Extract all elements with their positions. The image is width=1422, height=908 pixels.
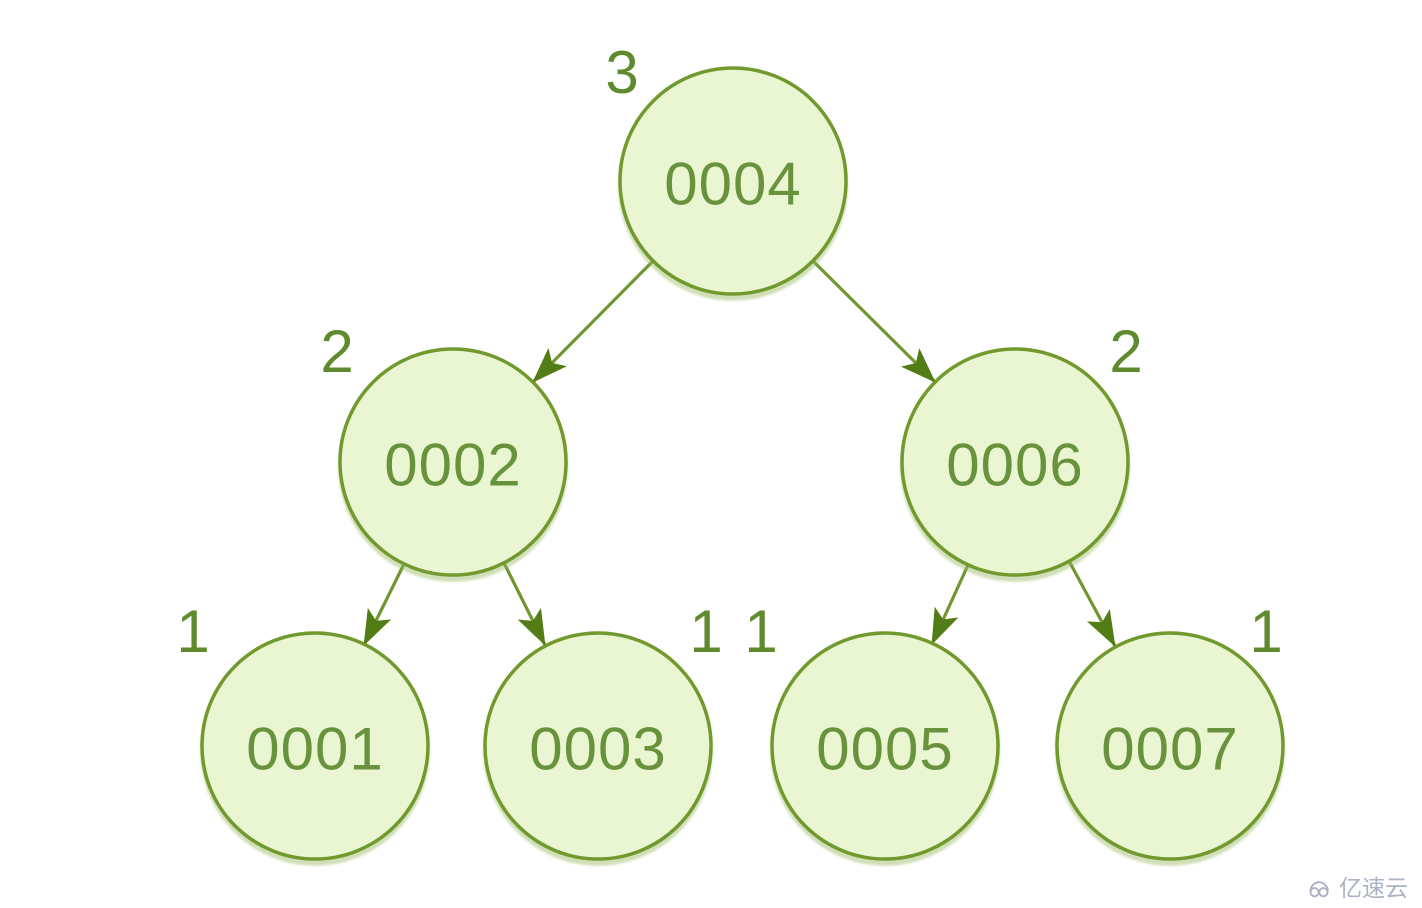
- edge-0006-0005: [930, 564, 970, 645]
- node-value: 0007: [1101, 716, 1238, 783]
- node-circle: [618, 66, 848, 296]
- node-circle: [483, 631, 713, 861]
- height-label: 1: [744, 598, 777, 665]
- tree-node-root: 0004: [618, 66, 848, 296]
- yisu-cloud-logo-icon: [1309, 881, 1329, 898]
- height-label: 1: [176, 598, 209, 665]
- node-value: 0002: [384, 432, 521, 499]
- watermark-text: 亿速云: [1339, 875, 1408, 901]
- edge-0004-0002: [531, 259, 655, 384]
- tree-node: 0003: [483, 631, 713, 861]
- edge-0002-0001: [362, 563, 406, 646]
- tree-node: 0002: [338, 347, 568, 577]
- node-circle: [900, 347, 1130, 577]
- edge-0002-0003: [502, 562, 547, 646]
- height-label: 3: [605, 39, 638, 106]
- tree-node: 0005: [770, 631, 1000, 861]
- node-value: 0004: [664, 151, 801, 218]
- tree-node: 0007: [1055, 631, 1285, 861]
- height-label: 1: [689, 598, 722, 665]
- height-label: 1: [1249, 598, 1282, 665]
- edge-0006-0007: [1067, 560, 1117, 647]
- edge-0004-0006: [811, 259, 937, 384]
- node-circle: [1055, 631, 1285, 861]
- node-circle: [770, 631, 1000, 861]
- tree-node: 0006: [900, 347, 1130, 577]
- node-value: 0003: [529, 716, 666, 783]
- watermark: 亿速云: [1306, 877, 1408, 900]
- node-value: 0006: [946, 432, 1083, 499]
- node-circle: [338, 347, 568, 577]
- height-label: 2: [1109, 318, 1142, 385]
- node-circle: [200, 631, 430, 861]
- node-value: 0001: [246, 716, 383, 783]
- height-label: 2: [320, 318, 353, 385]
- tree-node: 0001: [200, 631, 430, 861]
- node-value: 0005: [816, 716, 953, 783]
